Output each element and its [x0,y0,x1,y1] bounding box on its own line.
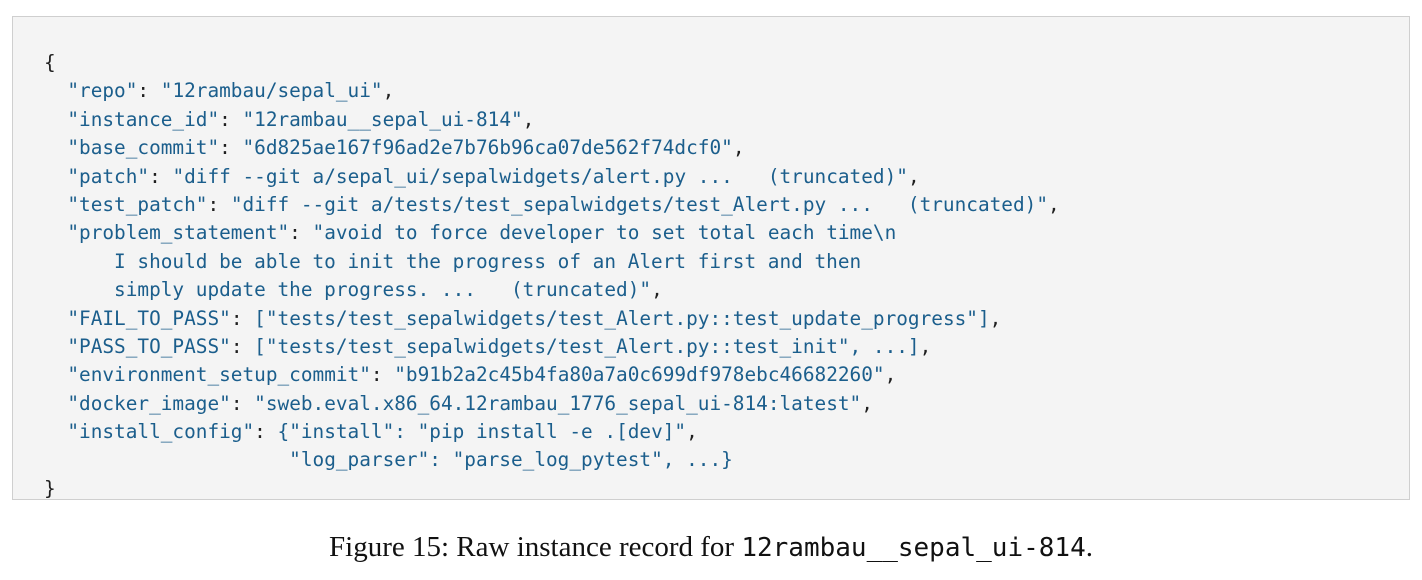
json-separator: : [289,221,313,245]
code-indent [44,307,67,330]
json-key: "instance_id" [67,107,220,131]
code-line: "log_parser": "parse_log_pytest", ...} [44,446,1060,474]
json-punctuation: , [651,278,663,302]
code-line: "instance_id": "12rambau__sepal_ui-814", [44,106,1060,134]
code-line: "PASS_TO_PASS": ["tests/test_sepalwidget… [44,333,1060,361]
code-indent [44,363,67,386]
json-key: "repo" [67,79,138,103]
caption-prefix: Figure 15: Raw instance record for [329,531,742,563]
json-key: "base_commit" [67,136,220,160]
json-key: "FAIL_TO_PASS" [67,306,231,330]
json-value: "diff --git a/tests/test_sepalwidgets/te… [230,192,1049,216]
code-indent [44,108,67,131]
json-key: "environment_setup_commit" [67,363,371,387]
code-line: I should be able to init the progress of… [44,248,1060,276]
json-code-listing: { "repo": "12rambau/sepal_ui", "instance… [44,49,1060,503]
caption-suffix: . [1085,531,1093,563]
json-key: "problem_statement" [67,221,290,245]
code-line: "patch": "diff --git a/sepal_ui/sepalwid… [44,163,1060,191]
json-separator: : [230,391,255,415]
code-line: "test_patch": "diff --git a/tests/test_s… [44,191,1060,219]
code-indent [44,420,67,443]
json-punctuation: , [919,334,932,358]
json-separator: : [137,79,161,103]
code-indent [44,392,67,415]
json-punctuation: , [382,79,395,103]
json-separator: : [230,334,255,358]
code-indent [44,79,67,102]
json-punctuation: , [861,391,873,415]
json-key: "patch" [67,164,150,188]
json-separator: : [230,306,255,330]
json-key: "install_config" [67,420,255,444]
code-line: "install_config": {"install": "pip insta… [44,418,1060,446]
json-separator: : [254,420,278,444]
code-line: "base_commit": "6d825ae167f96ad2e7b76b96… [44,134,1060,162]
json-punctuation: , [989,306,1002,330]
code-line: "environment_setup_commit": "b91b2a2c45b… [44,361,1060,389]
code-indent [44,250,114,273]
json-value: "12rambau__sepal_ui-814" [242,107,523,131]
json-separator: : [207,192,231,216]
code-line: "repo": "12rambau/sepal_ui", [44,77,1060,105]
code-line: simply update the progress. ... (truncat… [44,276,1060,304]
code-indent [44,448,289,471]
json-value: "log_parser": "parse_log_pytest", ...} [289,448,733,472]
code-indent [44,335,67,358]
json-value: "12rambau/sepal_ui" [160,79,383,103]
json-value: "avoid to force developer to set total e… [312,221,897,245]
code-line: "FAIL_TO_PASS": ["tests/test_sepalwidget… [44,305,1060,333]
json-key: "test_patch" [67,192,208,216]
figure-caption: Figure 15: Raw instance record for 12ram… [0,528,1422,567]
json-value: ["tests/test_sepalwidgets/test_Alert.py:… [254,334,920,358]
json-value: "6d825ae167f96ad2e7b76b96ca07de562f74dcf… [242,136,733,160]
json-value: "sweb.eval.x86_64.12rambau_1776_sepal_ui… [254,391,862,415]
code-indent [44,165,67,188]
json-key: "docker_image" [67,391,231,415]
code-indent [44,278,114,301]
json-separator: : [219,107,243,131]
code-line: "problem_statement": "avoid to force dev… [44,219,1060,247]
code-indent [44,193,67,216]
json-value: "b91b2a2c45b4fa80a7a0c699df978ebc4668226… [394,363,885,387]
json-key: "PASS_TO_PASS" [67,334,231,358]
code-line: } [44,475,1060,503]
json-value: "diff --git a/sepal_ui/sepalwidgets/aler… [172,164,908,188]
caption-instance-id: 12rambau__sepal_ui-814 [741,533,1086,563]
json-punctuation: , [686,420,698,444]
code-indent [44,221,67,244]
code-line: "docker_image": "sweb.eval.x86_64.12ramb… [44,390,1060,418]
json-value: I should be able to init the progress of… [114,249,862,273]
json-punctuation: , [732,136,745,160]
json-punctuation: , [884,363,897,387]
json-punctuation: , [522,107,535,131]
json-value: simply update the progress. ... (truncat… [114,278,652,302]
json-punctuation: { [44,51,56,74]
json-separator: : [370,363,395,387]
code-indent [44,136,67,159]
json-punctuation: } [44,476,56,500]
code-line: { [44,49,1060,77]
json-punctuation: , [907,164,920,188]
json-separator: : [149,164,173,188]
json-punctuation: , [1048,192,1060,216]
json-value: ["tests/test_sepalwidgets/test_Alert.py:… [254,306,990,330]
code-listing-box: { "repo": "12rambau/sepal_ui", "instance… [12,16,1410,500]
json-separator: : [219,136,243,160]
json-value: {"install": "pip install -e .[dev]" [277,420,687,444]
